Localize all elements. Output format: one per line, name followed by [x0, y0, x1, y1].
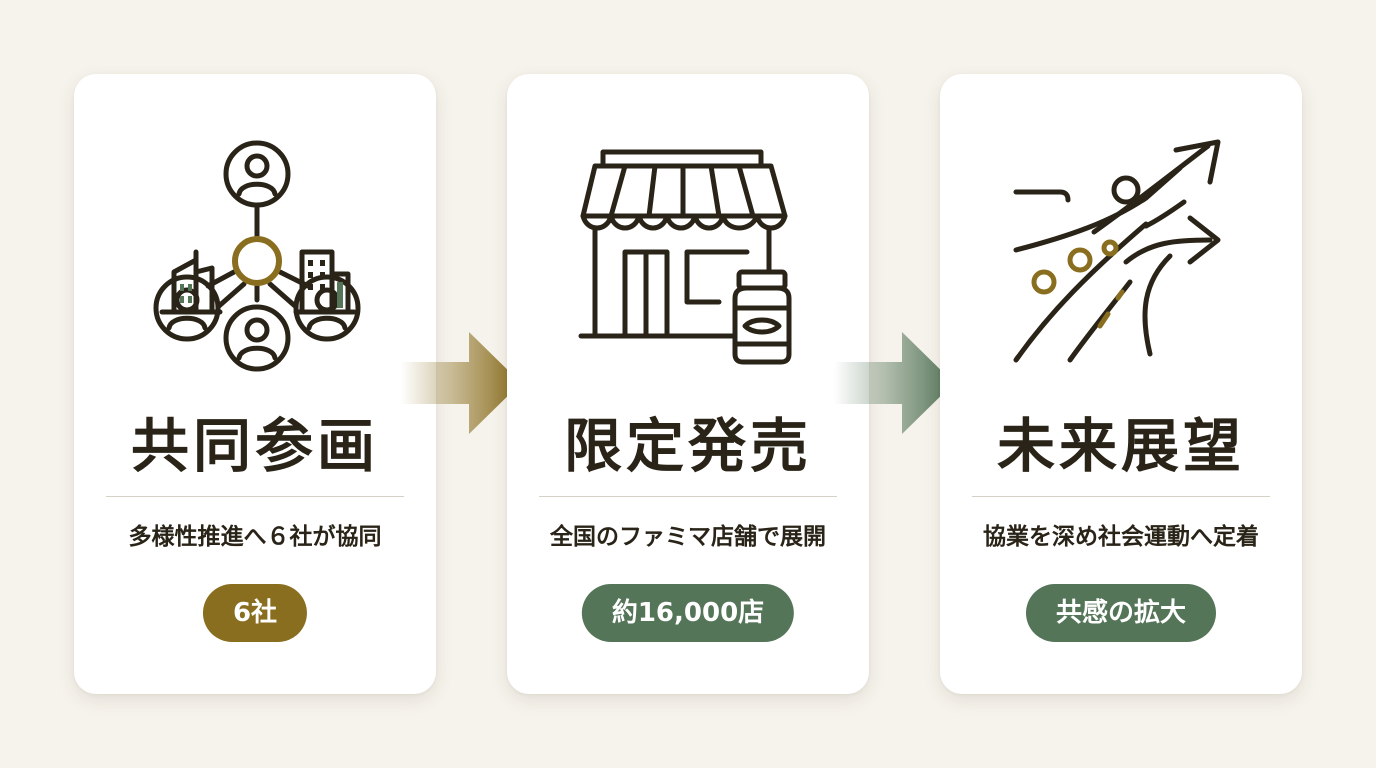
- step-badge: 6社: [202, 584, 308, 642]
- step-title: 共同参画: [130, 412, 379, 480]
- step-title: 未来展望: [996, 412, 1245, 480]
- rising-arrows-road-icon: [1013, 139, 1221, 363]
- step-description: 協業を深め社会運動へ定着: [983, 524, 1259, 550]
- step-badge: 共感の拡大: [1025, 584, 1217, 642]
- store-with-bottle-icon: [578, 149, 792, 365]
- right-arrow-icon: [401, 332, 521, 434]
- step-description: 多様性推進へ６社が協同: [128, 524, 382, 550]
- step-title: 限定発売: [563, 412, 812, 480]
- divider: [972, 496, 1270, 497]
- step-description: 全国のファミマ店舗で展開: [550, 524, 826, 550]
- divider: [106, 496, 404, 497]
- step-card-participation: 共同参画 多様性推進へ６社が協同 6社: [74, 74, 436, 694]
- network-people-buildings-icon: [153, 140, 361, 372]
- step-card-future-outlook: 未来展望 協業を深め社会運動へ定着 共感の拡大: [940, 74, 1302, 694]
- right-arrow-icon: [834, 332, 954, 434]
- step-badge: 約16,000店: [581, 584, 795, 642]
- step-card-limited-release: 限定発売 全国のファミマ店舗で展開 約16,000店: [507, 74, 869, 694]
- divider: [539, 496, 837, 497]
